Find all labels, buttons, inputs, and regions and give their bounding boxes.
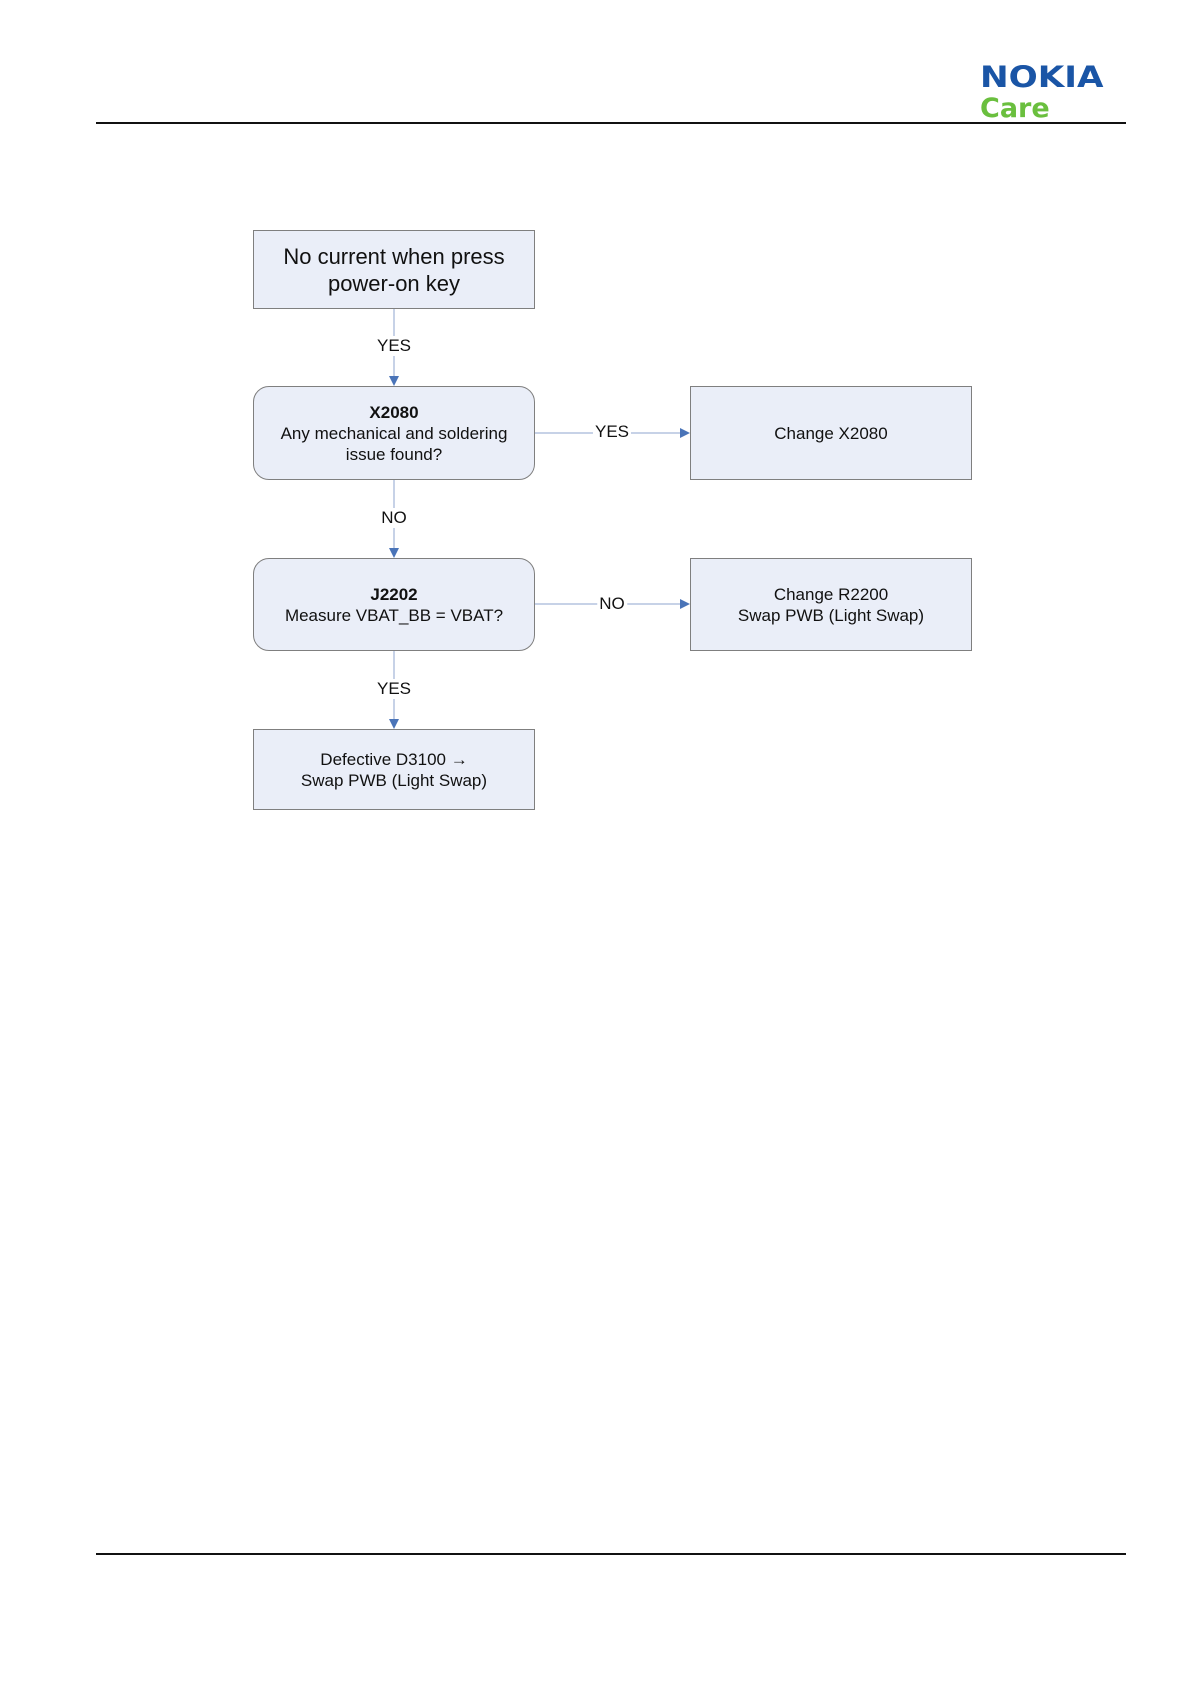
footer-rule bbox=[96, 1553, 1126, 1555]
edge-label-q2-a2: NO bbox=[597, 594, 627, 614]
node-q1-title: X2080 bbox=[369, 402, 418, 423]
node-end-line1: Defective D3100 → bbox=[320, 749, 467, 770]
node-question-x2080: X2080 Any mechanical and soldering issue… bbox=[253, 386, 535, 480]
edge-label-q1-q2: NO bbox=[379, 508, 409, 528]
node-a2-line1: Change R2200 bbox=[774, 584, 888, 605]
edge-label-q2-end: YES bbox=[375, 679, 413, 699]
node-a1-line1: Change X2080 bbox=[774, 423, 887, 444]
node-a2-line2: Swap PWB (Light Swap) bbox=[738, 605, 924, 626]
edge-label-q1-a1: YES bbox=[593, 422, 631, 442]
node-q2-title: J2202 bbox=[370, 584, 417, 605]
node-question-j2202: J2202 Measure VBAT_BB = VBAT? bbox=[253, 558, 535, 651]
node-q2-line1: Measure VBAT_BB = VBAT? bbox=[285, 605, 503, 626]
node-end-line2: Swap PWB (Light Swap) bbox=[301, 770, 487, 791]
node-start: No current when press power-on key bbox=[253, 230, 535, 309]
node-start-line2: power-on key bbox=[328, 270, 460, 297]
node-end-defective-d3100: Defective D3100 → Swap PWB (Light Swap) bbox=[253, 729, 535, 810]
node-q1-line2: issue found? bbox=[346, 444, 442, 465]
edge-label-start-q1: YES bbox=[375, 336, 413, 356]
node-action-change-x2080: Change X2080 bbox=[690, 386, 972, 480]
node-start-line1: No current when press bbox=[283, 243, 504, 270]
node-action-change-r2200: Change R2200 Swap PWB (Light Swap) bbox=[690, 558, 972, 651]
node-q1-line1: Any mechanical and soldering bbox=[281, 423, 508, 444]
